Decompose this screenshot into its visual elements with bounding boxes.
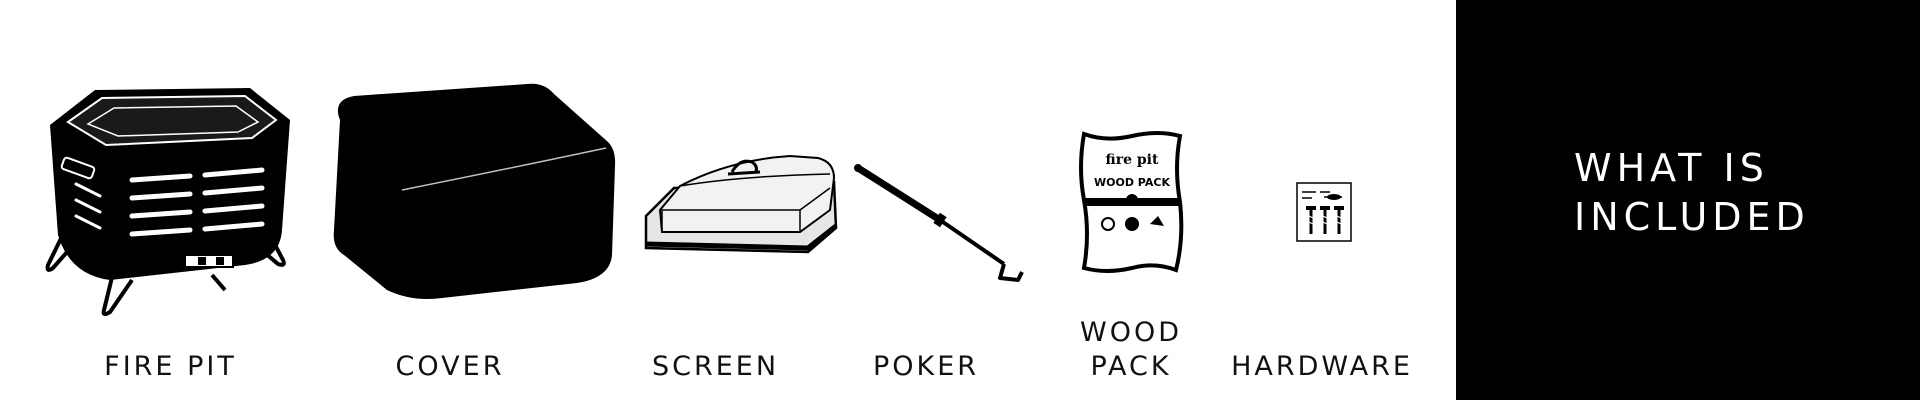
hardware-icon	[1296, 182, 1352, 242]
panel-title-line: WHAT IS	[1574, 146, 1769, 190]
cover-icon	[333, 83, 616, 299]
bag-title-text: WOOD PACK	[1094, 176, 1170, 189]
what-is-included-panel: WHAT IS INCLUDED	[1456, 0, 1920, 400]
item-label: FIRE PIT	[104, 351, 237, 382]
panel-title: WHAT IS INCLUDED	[1574, 144, 1914, 242]
item-label: SCREEN	[651, 351, 780, 382]
panel-title-line: INCLUDED	[1574, 195, 1810, 239]
poker-icon	[854, 164, 1024, 282]
item-label-line: WOOD	[1080, 317, 1182, 348]
item-label: COVER	[395, 351, 505, 382]
bag-brand-text: fire pit	[1106, 152, 1159, 168]
wood-pack-bag-icon: fire pit WOOD PACK	[1079, 131, 1184, 273]
fire-pit-icon	[45, 88, 290, 317]
item-label: HARDWARE	[1231, 351, 1413, 382]
item-label-line: PACK	[1090, 351, 1172, 382]
item-label: POKER	[872, 351, 980, 382]
screen-icon	[644, 154, 838, 254]
